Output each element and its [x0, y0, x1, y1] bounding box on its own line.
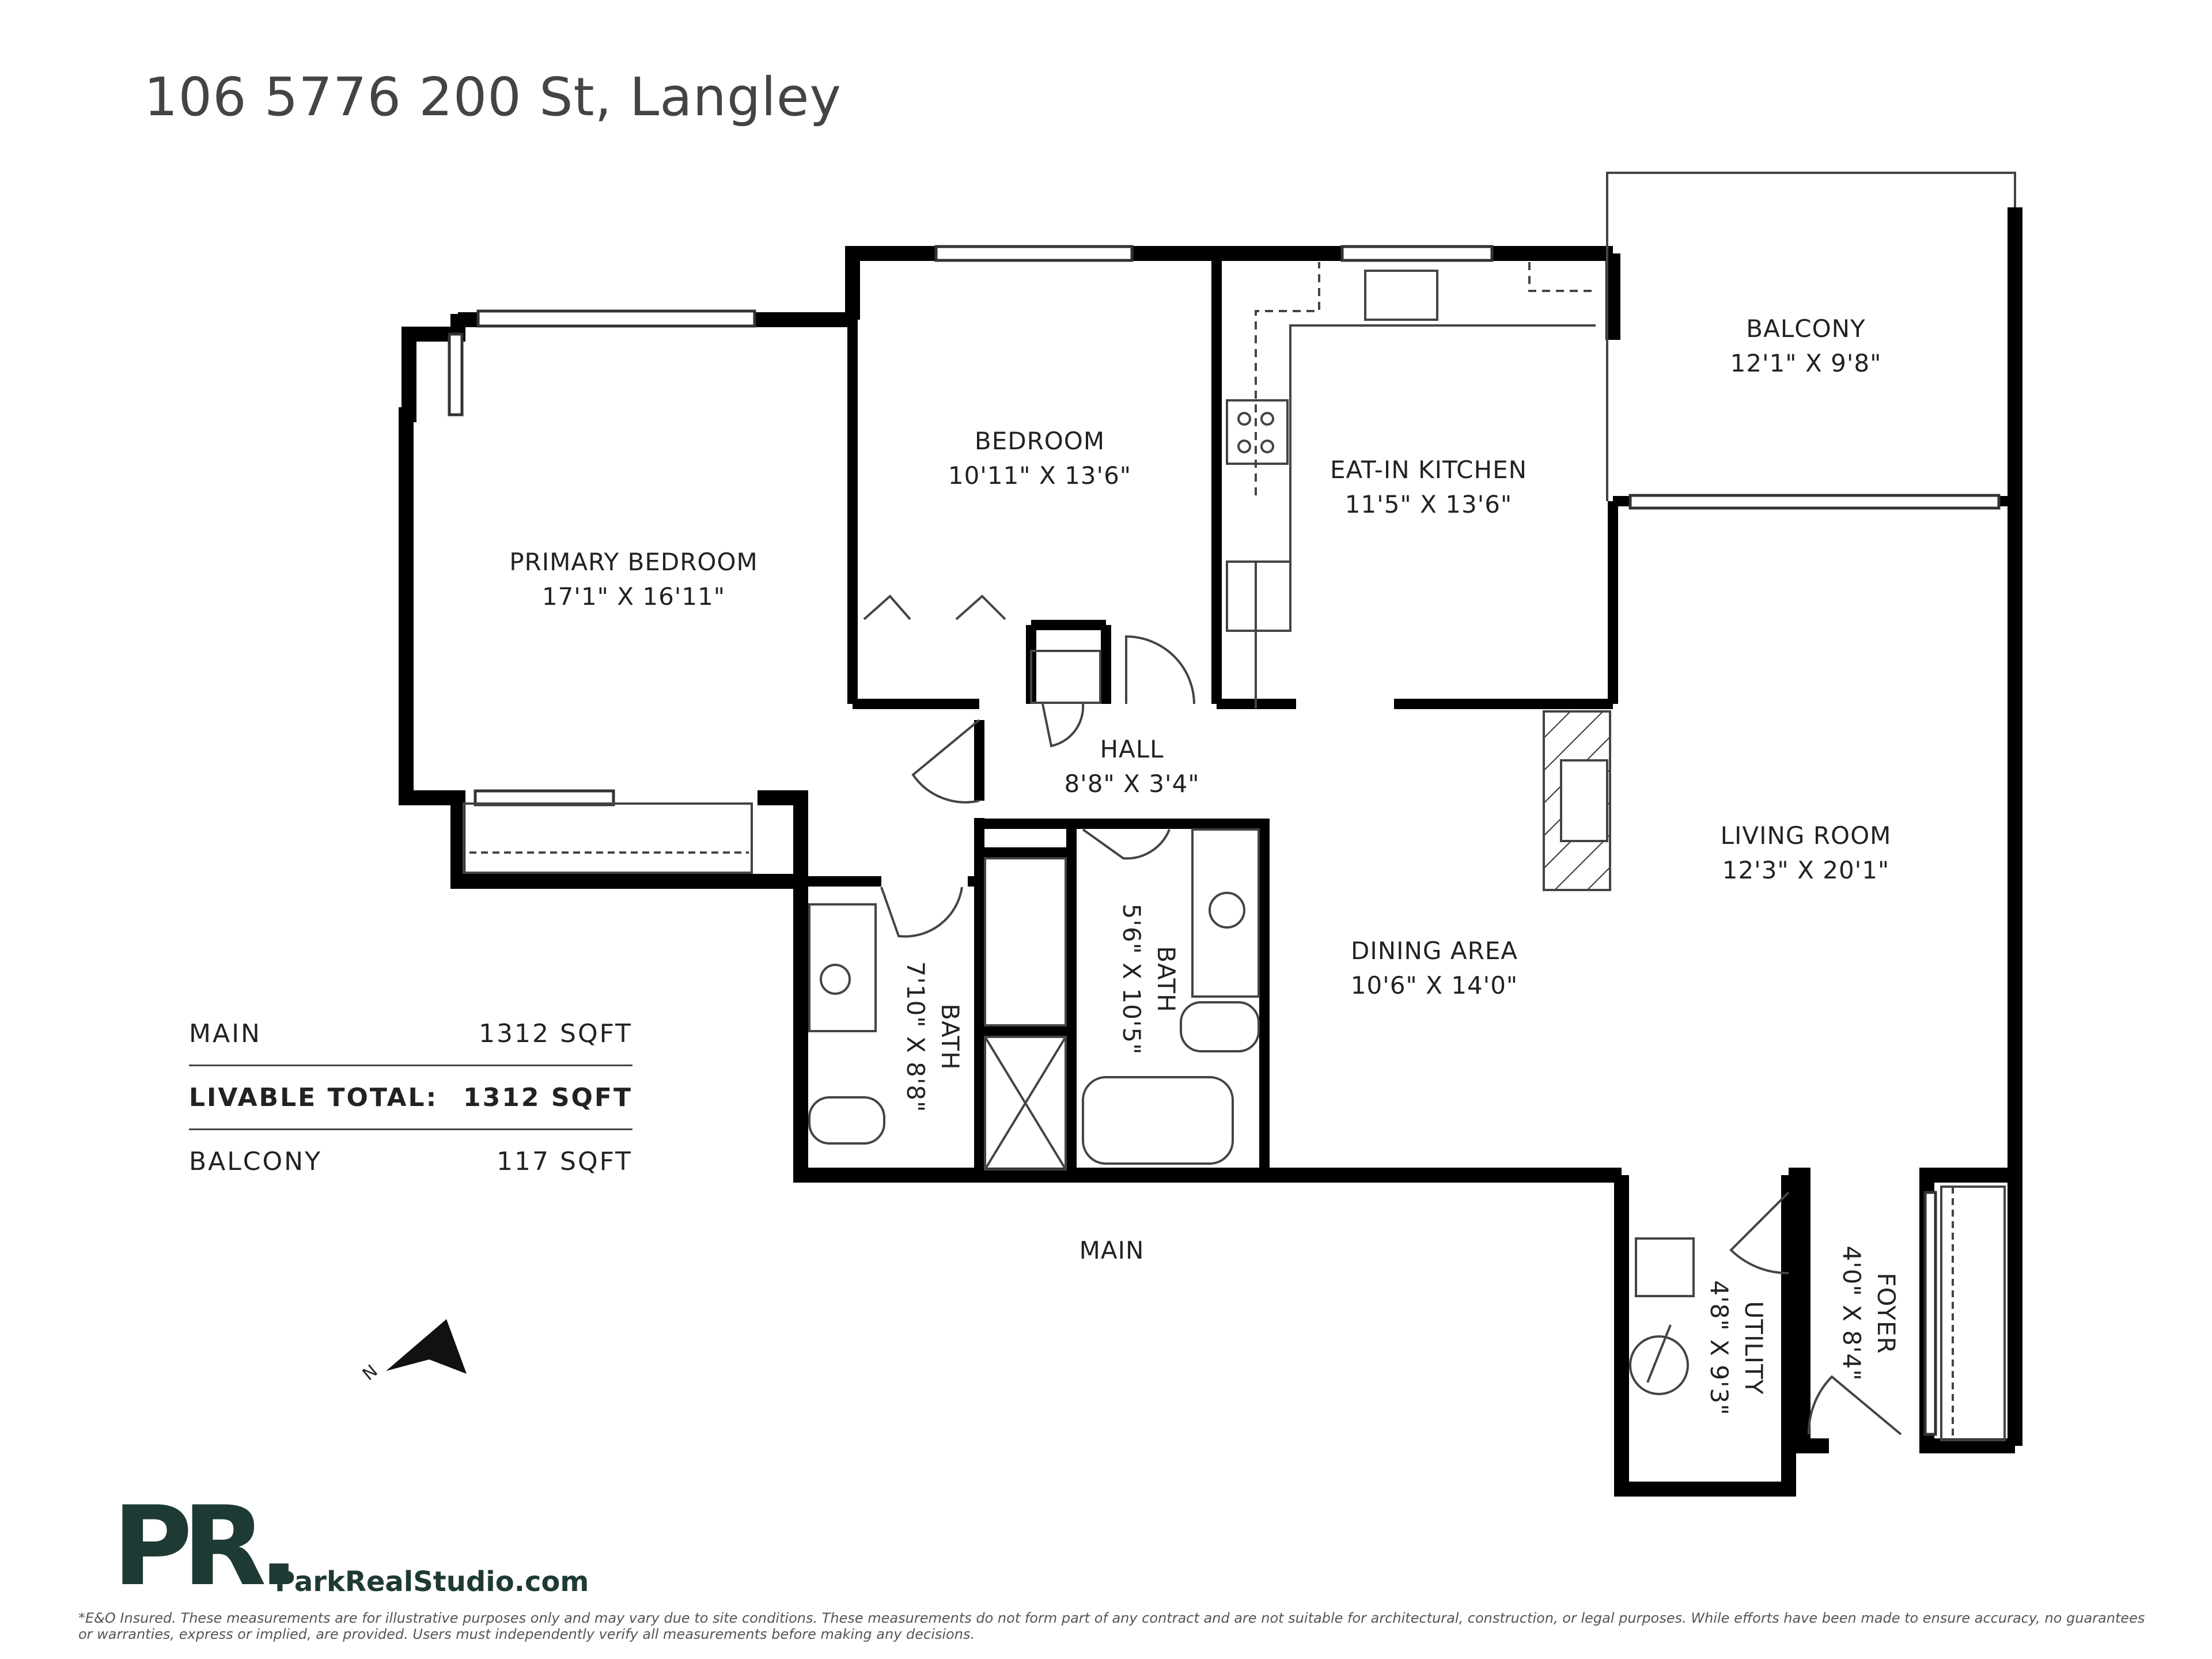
room-size-balcony: 12'1" X 9'8" — [1730, 349, 1882, 377]
room-size-bath-2: 5'6" X 10'5" — [1118, 904, 1146, 1055]
compass-arrow-icon — [386, 1319, 467, 1374]
room-size-hall: 8'8" X 3'4" — [1064, 770, 1199, 798]
room-name-bath-2: BATH — [1152, 946, 1180, 1013]
summary-value: 1312 SQFT — [463, 1082, 632, 1112]
summary-value: 117 SQFT — [497, 1146, 632, 1176]
room-name-primary-bedroom: PRIMARY BEDROOM — [509, 548, 758, 576]
room-name-dining-area: DINING AREA — [1351, 937, 1518, 965]
room-size-foyer: 4'0" X 8'4" — [1838, 1245, 1866, 1381]
summary-row-main: MAIN 1312 SQFT — [189, 1002, 632, 1065]
room-size-kitchen: 11'5" X 13'6" — [1345, 490, 1513, 518]
summary-value: 1312 SQFT — [479, 1018, 632, 1048]
brand-website: ParkRealStudio.com — [275, 1566, 589, 1598]
compass: N — [359, 1319, 467, 1385]
room-size-primary-bedroom: 17'1" X 16'11" — [542, 582, 725, 611]
interior-walls — [796, 253, 2015, 1175]
summary-label: MAIN — [189, 1018, 262, 1048]
room-name-foyer: FOYER — [1872, 1272, 1900, 1354]
room-size-bedroom: 10'11" X 13'6" — [948, 461, 1131, 490]
fixtures — [463, 262, 2006, 1441]
room-name-kitchen: EAT-IN KITCHEN — [1330, 456, 1527, 484]
summary-label: BALCONY — [189, 1146, 322, 1176]
summary-label: LIVABLE TOTAL: — [189, 1082, 438, 1112]
compass-label: N — [359, 1361, 382, 1385]
brand-logo: PR. — [112, 1498, 300, 1596]
room-name-bath-1: BATH — [936, 1003, 964, 1070]
floor-label: MAIN — [1080, 1236, 1145, 1264]
windows — [448, 245, 2001, 1436]
room-name-hall: HALL — [1100, 735, 1164, 763]
room-name-bedroom: BEDROOM — [975, 427, 1105, 455]
room-size-bath-1: 7'10" X 8'8" — [902, 961, 930, 1113]
room-name-living-room: LIVING ROOM — [1721, 821, 1892, 850]
room-size-dining-area: 10'6" X 14'0" — [1351, 971, 1518, 999]
disclaimer: *E&O Insured. These measurements are for… — [78, 1610, 2145, 1642]
balcony-outline — [1606, 172, 2016, 501]
page-title: 106 5776 200 St, Langley — [144, 66, 842, 128]
summary-row-livable-total: LIVABLE TOTAL: 1312 SQFT — [189, 1065, 632, 1128]
area-summary: MAIN 1312 SQFT LIVABLE TOTAL: 1312 SQFT … — [189, 1002, 632, 1192]
room-size-living-room: 12'3" X 20'1" — [1722, 856, 1890, 884]
room-name-utility: UTILITY — [1740, 1301, 1768, 1395]
room-labels: PRIMARY BEDROOM 17'1" X 16'11" BEDROOM 1… — [509, 315, 1900, 1416]
room-size-utility: 4'8" X 9'3" — [1705, 1280, 1733, 1415]
logo-letters: PR. — [112, 1498, 289, 1596]
room-name-balcony: BALCONY — [1746, 315, 1865, 343]
summary-row-balcony: BALCONY 117 SQFT — [189, 1128, 632, 1192]
